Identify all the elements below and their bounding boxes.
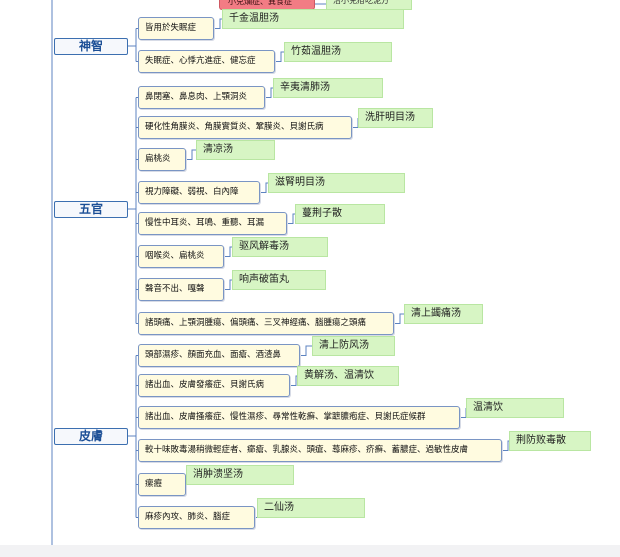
symptom-node[interactable]: 瘰癧 <box>138 473 186 496</box>
remedy-link <box>214 18 222 29</box>
remedy-link <box>290 375 297 386</box>
remedy-node[interactable]: 洗肝明目汤 <box>358 108 433 128</box>
remedy-node[interactable]: 二仙汤 <box>257 498 365 518</box>
remedy-link <box>502 440 509 451</box>
symptom-node[interactable]: 慢性中耳炎、耳鳴、重聽、耳漏 <box>138 212 287 235</box>
remedy-node[interactable]: 千金温胆汤 <box>222 9 404 29</box>
symptom-node[interactable]: 頭部濕疹、顏面充血、面瘡、酒渣鼻 <box>138 344 300 367</box>
remedy-link <box>275 51 284 62</box>
remedy-node[interactable]: 荆防败毒散 <box>509 431 591 451</box>
category-node[interactable]: 五官 <box>54 201 128 218</box>
remedy-node[interactable]: 滋腎明目汤 <box>268 173 405 193</box>
symptom-node[interactable]: 諸出血、皮膚搔癢症、慢性濕疹、尋常性乾癬、掌蹠膿疱症、貝謝氏症候群 <box>138 406 460 429</box>
remedy-node[interactable]: 消肿溃坚汤 <box>186 465 294 485</box>
symptom-node[interactable]: 聲音不出、嘎聲 <box>138 278 224 301</box>
remedy-node[interactable]: 蔓荆子散 <box>295 204 385 224</box>
remedy-node[interactable]: 清上蠲痛汤 <box>404 304 483 324</box>
remedy-link <box>260 182 268 193</box>
remedy-node[interactable]: 清凉汤 <box>196 140 275 160</box>
symptom-node[interactable]: 較十味敗毒湯稍微輕症者、癤瘡、乳腺炎、頭瘡、蕁麻疹、疥癬、蓄膿症、過敏性皮膚 <box>138 439 502 462</box>
remedy-link <box>394 313 404 324</box>
remedy-node[interactable]: 黄解汤、温清饮 <box>297 366 399 386</box>
remedy-link <box>224 279 232 290</box>
symptom-node[interactable]: 扁桃炎 <box>138 148 186 171</box>
remedy-node[interactable]: 驱风解毒汤 <box>232 237 328 257</box>
remedy-link <box>300 345 312 356</box>
symptom-node[interactable]: 皆用於失眠症 <box>138 17 214 40</box>
symptom-node[interactable]: 諸頭痛、上顎洞腫瘍、偏頭痛、三叉神經痛、腦腫瘍之頭痛 <box>138 312 394 335</box>
symptom-node[interactable]: 諸出血、皮膚發癢症、貝謝氏病 <box>138 374 290 397</box>
remedy-node[interactable]: 温清饮 <box>466 398 564 418</box>
remedy-link <box>265 87 273 98</box>
remedy-link <box>186 149 196 160</box>
symptom-node[interactable]: 視力障礙、弱視、白內障 <box>138 181 260 204</box>
symptom-node[interactable]: 硬化性角膜炎、角膜實質炎、鞏膜炎、貝謝氏病 <box>138 116 352 139</box>
symptom-node[interactable]: 鼻閉塞、鼻息肉、上顎洞炎 <box>138 86 265 109</box>
remedy-node[interactable]: 辛夷清肺汤 <box>273 78 383 98</box>
symptom-node[interactable]: 失眠症、心悸亢進症、健忘症 <box>138 50 275 73</box>
remedy-link <box>287 213 295 224</box>
category-node[interactable]: 神智 <box>54 38 128 55</box>
remedy-link <box>224 246 232 257</box>
remedy-node[interactable]: 响声破笛丸 <box>232 270 326 290</box>
symptom-node[interactable]: 麻疹內攻、肺炎、腦症 <box>138 506 255 529</box>
remedy-node[interactable]: 竹茹温胆汤 <box>284 42 392 62</box>
category-node[interactable]: 皮膚 <box>54 428 128 445</box>
symptom-node[interactable]: 咽喉炎、扁桃炎 <box>138 245 224 268</box>
remedy-node[interactable]: 清上防风汤 <box>312 336 395 356</box>
footer-strip <box>0 545 620 557</box>
